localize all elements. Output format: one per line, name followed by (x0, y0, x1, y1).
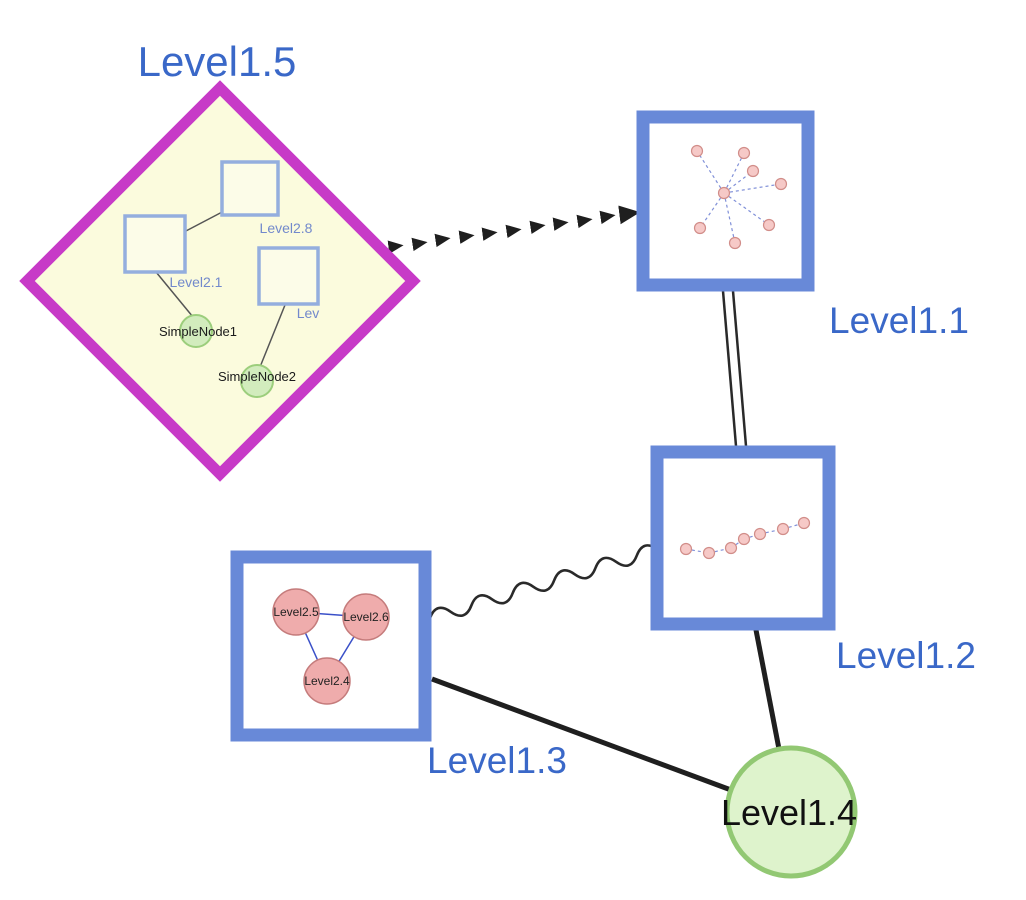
node-level1-3[interactable]: Level2.5 Level2.6 Level2.4 Level1.3 (230, 550, 567, 781)
inner-node-label: Level2.8 (260, 220, 313, 236)
node-label-level1-3: Level1.3 (427, 740, 567, 781)
mini-node (679, 542, 693, 556)
inner-node-level2-4[interactable] (303, 657, 351, 705)
inner-node-lev[interactable] (257, 246, 320, 306)
inner-node-level2-6[interactable] (342, 593, 390, 641)
inner-edge (155, 271, 194, 318)
inner-edge (259, 304, 286, 368)
mini-node (702, 546, 716, 560)
simple-node-2-label: SimpleNode2 (218, 369, 296, 384)
inner-node-level2-8[interactable] (220, 160, 280, 217)
mini-graph-level1-2 (679, 516, 811, 560)
inner-node-label: Level2.1 (170, 274, 223, 290)
mini-node (690, 144, 704, 158)
node-level1-4[interactable]: Level1.4 (721, 745, 858, 879)
mini-node (762, 218, 776, 232)
mini-node (753, 527, 767, 541)
node-label-level1-1: Level1.1 (829, 300, 969, 341)
simple-node-2[interactable] (240, 364, 274, 398)
mini-node (728, 236, 742, 250)
group-node-level1-5[interactable]: Level2.8 Level2.1 Lev SimpleNode1 Simple… (19, 38, 421, 482)
node-label-level1-4: Level1.4 (721, 792, 857, 833)
node-level1-4-circle[interactable] (724, 745, 858, 879)
inner-graph-level1-3: Level2.5 Level2.6 Level2.4 (272, 588, 390, 705)
node-level1-1[interactable]: Level1.1 (636, 110, 969, 341)
inner-node-label: Level2.5 (273, 605, 319, 619)
node-level1-3-box[interactable] (230, 550, 432, 742)
edge-level1-3-to-level1-4[interactable] (431, 676, 732, 793)
mini-graph-level1-1 (690, 144, 788, 250)
mini-node (737, 532, 751, 546)
edge-level1-2-to-level1-4[interactable] (753, 629, 782, 750)
mini-node (717, 186, 731, 200)
inner-node-label: Level2.4 (304, 674, 350, 688)
mini-node (746, 164, 760, 178)
inner-node-label: Level2.6 (343, 610, 389, 624)
simple-node-1-label: SimpleNode1 (159, 324, 237, 339)
node-label-level1-2: Level1.2 (836, 635, 976, 676)
mini-node (776, 522, 790, 536)
inner-node-label: Lev (297, 305, 320, 321)
edge-level1-3-to-level1-2[interactable] (428, 543, 660, 625)
mini-node (797, 516, 811, 530)
inner-edge (183, 209, 227, 233)
mini-node (693, 221, 707, 235)
mini-node (737, 146, 751, 160)
edge-level1-5-to-level1-1[interactable] (387, 205, 641, 254)
diamond-shape[interactable] (19, 80, 421, 482)
edge-level1-1-to-level1-2[interactable] (721, 290, 748, 447)
inner-node-level2-5[interactable] (272, 588, 320, 636)
node-level1-2[interactable]: Level1.2 (650, 445, 976, 676)
simple-node-1[interactable] (179, 314, 213, 348)
inner-node-level2-1[interactable] (123, 214, 187, 274)
node-label-level1-5: Level1.5 (138, 38, 297, 85)
mini-node (724, 541, 738, 555)
mini-node (774, 177, 788, 191)
